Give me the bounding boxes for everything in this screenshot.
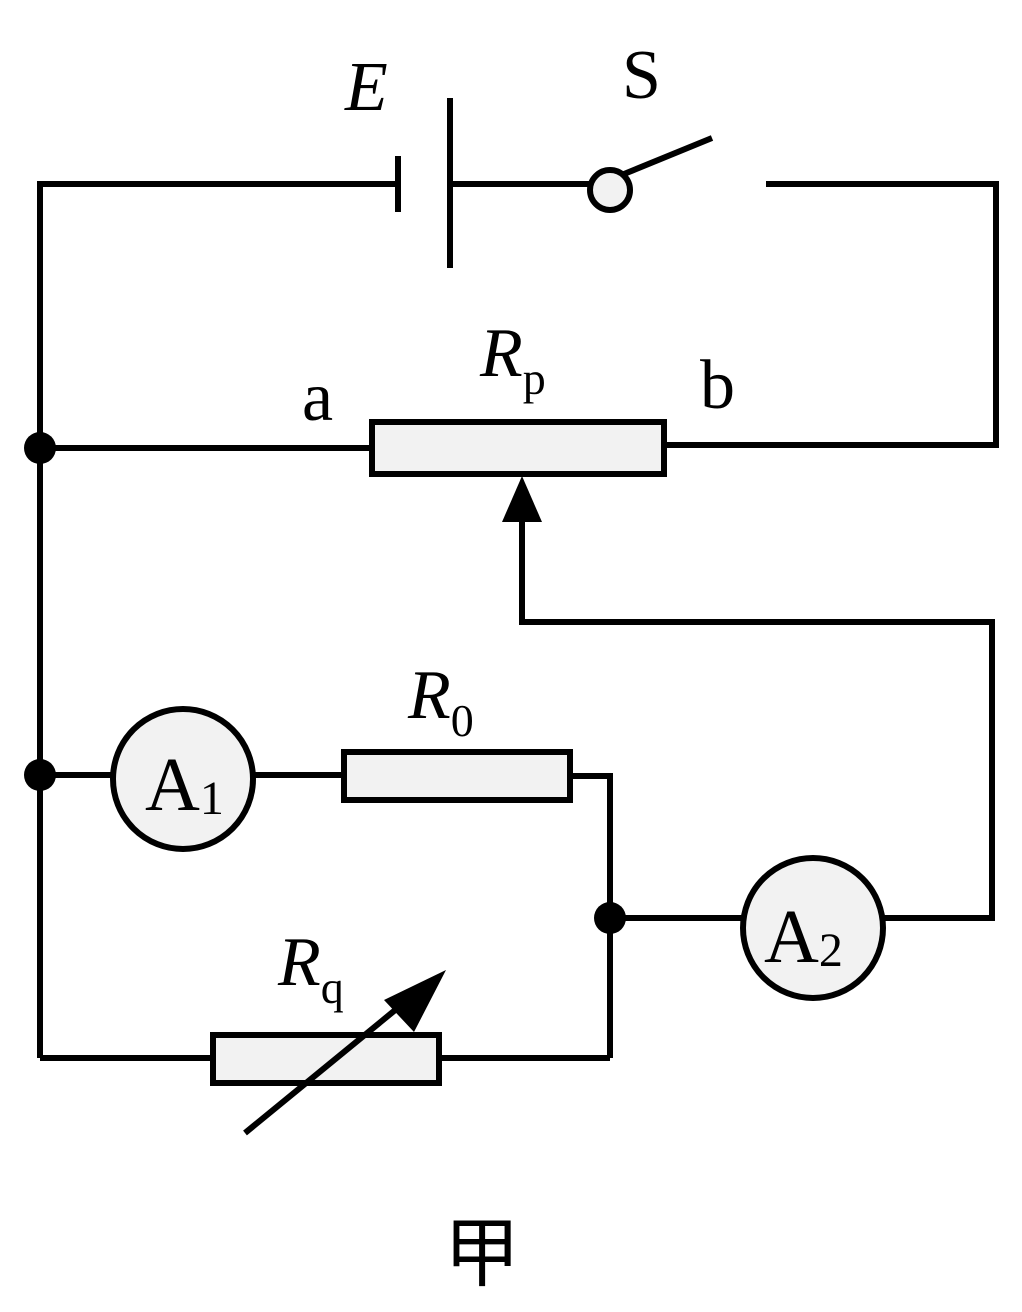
fixed-resistor-label: R0 [407,657,474,746]
battery-symbol [395,98,453,268]
end-a-label: a [302,359,333,436]
ammeter-a1[interactable] [110,706,256,852]
variable-arrow-icon [243,970,446,1136]
ammeter-a2-sub: 2 [819,924,843,977]
variable-resistor-label: Rq [277,924,344,1013]
rheostat-label-sub: p [523,353,546,404]
top-wire [37,181,999,448]
rheostat-body[interactable] [369,419,667,477]
rheostat-wire [40,442,999,451]
variable-resistor-rq[interactable] [210,1032,442,1086]
ammeter-a2-label: A2 [764,895,843,979]
ammeter-a1-label: A1 [145,743,224,827]
switch-label: S [622,37,661,114]
rheostat-label: Rp [479,315,546,404]
junction-node-right [594,902,626,934]
rheostat-label-main: R [479,315,523,392]
ammeter-a2[interactable] [740,855,886,1001]
junction-node-top-left [24,432,56,464]
ammeter-a2-main: A [764,895,819,979]
figure-caption: 甲 [444,1213,520,1297]
variable-resistor-label-main: R [277,924,321,1001]
fixed-resistor-label-main: R [407,657,451,734]
ammeter-a1-sub: 1 [200,772,224,825]
fixed-resistor-label-sub: 0 [451,695,474,746]
switch-symbol[interactable] [587,135,714,213]
variable-resistor-label-sub: q [321,962,344,1013]
battery-label: E [344,49,388,126]
ammeter-a1-main: A [145,743,200,827]
fixed-resistor-r0[interactable] [341,749,573,803]
junction-node-mid-left [24,759,56,791]
slider-contact[interactable] [502,476,995,918]
end-b-label: b [700,347,735,424]
